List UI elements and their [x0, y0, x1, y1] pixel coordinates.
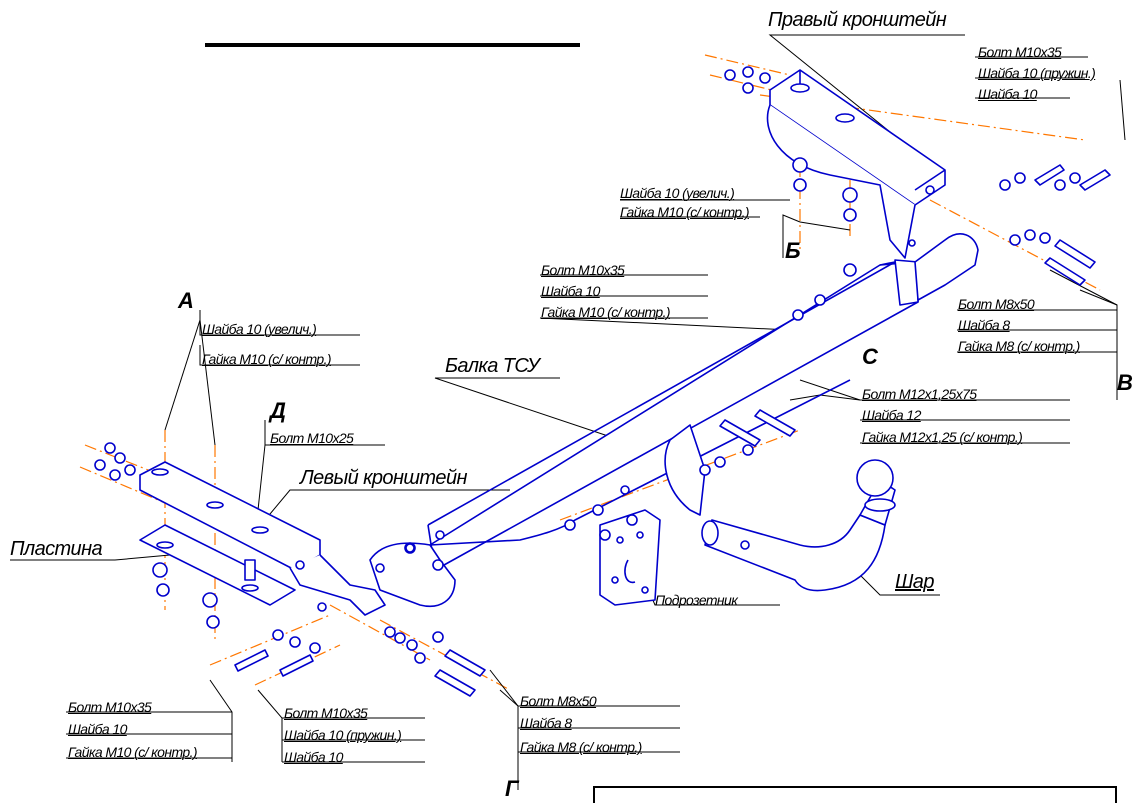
c-group-line-2: Шайба 12	[862, 407, 921, 423]
label-socket-holder: Подрозетник	[655, 592, 738, 608]
b-group-line-2: Гайка М10 (с/ контр.)	[620, 204, 750, 220]
top-right-line-1: Болт М10х35	[978, 44, 1062, 60]
bottom-left-line-2: Шайба 10	[68, 721, 127, 737]
letter-c: С	[862, 344, 878, 369]
b-group-line-1: Шайба 10 (увелич.)	[620, 185, 735, 201]
beam-top-line-2: Шайба 10	[541, 283, 600, 299]
a-group-line-1: Шайба 10 (увелич.)	[202, 321, 317, 337]
label-beam: Балка ТСУ	[445, 355, 540, 377]
beam-tsu	[427, 259, 919, 571]
center-bracket	[664, 424, 706, 516]
label-right-bracket: Правый кронштейн	[768, 9, 947, 31]
a-group-line-2: Гайка М10 (с/ контр.)	[202, 351, 332, 367]
bottom-right-line-1: Болт М8х50	[520, 693, 597, 709]
letter-g: Г	[505, 776, 519, 801]
label-plate: Пластина	[10, 538, 103, 560]
right-end-plate	[914, 233, 979, 301]
c-group-line-3: Гайка М12х1,25 (с/ контр.)	[862, 429, 1023, 445]
title-block	[593, 786, 1117, 803]
letter-a: А	[178, 288, 194, 313]
bottom-mid-line-2: Шайба 10 (пружин.)	[284, 727, 402, 743]
bottom-mid-line-3: Шайба 10	[284, 749, 343, 765]
letter-v: В	[1117, 370, 1133, 395]
c-group-line-1: Болт М12х1,25х75	[862, 386, 977, 402]
parts	[94, 66, 1111, 697]
beam-top-line-3: Гайка М10 (с/ контр.)	[541, 304, 671, 320]
socket-holder	[599, 509, 661, 606]
d-group-line-1: Болт М10х25	[270, 430, 354, 446]
label-left-bracket: Левый кронштейн	[300, 467, 467, 489]
left-bracket	[139, 461, 386, 616]
bottom-left-line-1: Болт М10х35	[68, 699, 152, 715]
top-right-line-2: Шайба 10 (пружин.)	[978, 65, 1096, 81]
assembly-axes	[79, 54, 1101, 691]
leader-lines	[10, 34, 1126, 790]
beam-top-line-1: Болт М10х35	[541, 262, 625, 278]
label-ball: Шар	[895, 571, 934, 593]
top-right-line-3: Шайба 10	[978, 86, 1037, 102]
washers-nuts	[94, 66, 1081, 664]
bolts	[234, 164, 1111, 697]
v-group-line-1: Болт М8х50	[958, 296, 1035, 312]
v-group-line-3: Гайка М8 (с/ контр.)	[958, 338, 1080, 354]
letter-b: Б	[785, 238, 801, 263]
ball-mount	[701, 459, 896, 592]
bottom-left-line-3: Гайка М10 (с/ контр.)	[68, 744, 198, 760]
bottom-right-line-3: Гайка М8 (с/ контр.)	[520, 739, 642, 755]
bottom-mid-line-1: Болт М10х35	[284, 705, 368, 721]
v-group-line-2: Шайба 8	[958, 317, 1010, 333]
letter-d: Д	[270, 398, 286, 423]
plate-part	[139, 524, 296, 606]
right-bracket	[766, 69, 946, 259]
bottom-right-line-2: Шайба 8	[520, 715, 572, 731]
